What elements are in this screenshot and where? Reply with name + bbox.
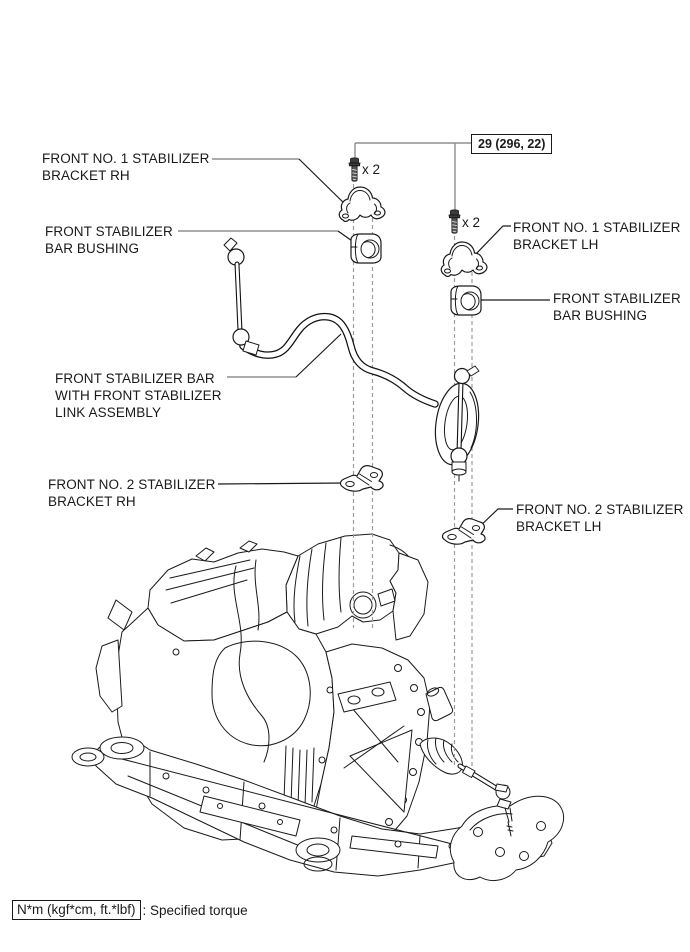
- label-front-no1-bracket-lh: FRONT NO. 1 STABILIZER BRACKET LH: [513, 220, 681, 252]
- label-front-stabilizer-bar-assembly: FRONT STABILIZER BAR WITH FRONT STABILIZ…: [55, 371, 222, 420]
- stabilizer-link-left: [223, 237, 260, 356]
- bracket-no1-rh-illustration: [338, 186, 386, 223]
- bracket-no2-rh-illustration: [339, 465, 384, 492]
- bracket-no1-lh-illustration: [440, 241, 488, 278]
- torque-legend: N*m (kgf*cm, ft.*lbf) : Specified torque: [12, 900, 248, 920]
- bolt-quantity-right: x 2: [462, 215, 481, 230]
- stabilizer-link-right: [450, 365, 480, 482]
- engine-assembly-illustration: [71, 533, 564, 881]
- label-front-no2-bracket-lh: FRONT NO. 2 STABILIZER BRACKET LH: [516, 502, 684, 534]
- stabilizer-bar-illustration: [223, 237, 480, 482]
- torque-unit-box: N*m (kgf*cm, ft.*lbf): [12, 900, 141, 920]
- label-front-stabilizer-bar-bushing-rh: FRONT STABILIZER BAR BUSHING: [45, 224, 173, 256]
- bolt-right-icon: [448, 209, 461, 234]
- torque-spec-box: 29 (296, 22): [471, 134, 553, 154]
- bushing-lh-illustration: [450, 285, 482, 316]
- label-front-no2-bracket-rh: FRONT NO. 2 STABILIZER BRACKET RH: [48, 477, 216, 509]
- torque-leader-line: [354, 142, 471, 211]
- label-front-no1-bracket-rh: FRONT NO. 1 STABILIZER BRACKET RH: [42, 151, 210, 183]
- tie-rod-end-illustration: [419, 737, 514, 837]
- torque-legend-description: : Specified torque: [142, 902, 248, 918]
- bolt-left-icon: [348, 157, 361, 182]
- bracket-no2-lh-illustration: [441, 518, 486, 545]
- bushing-rh-illustration: [350, 233, 382, 264]
- label-front-stabilizer-bar-bushing-lh: FRONT STABILIZER BAR BUSHING: [553, 291, 681, 323]
- bolt-quantity-left: x 2: [362, 162, 381, 177]
